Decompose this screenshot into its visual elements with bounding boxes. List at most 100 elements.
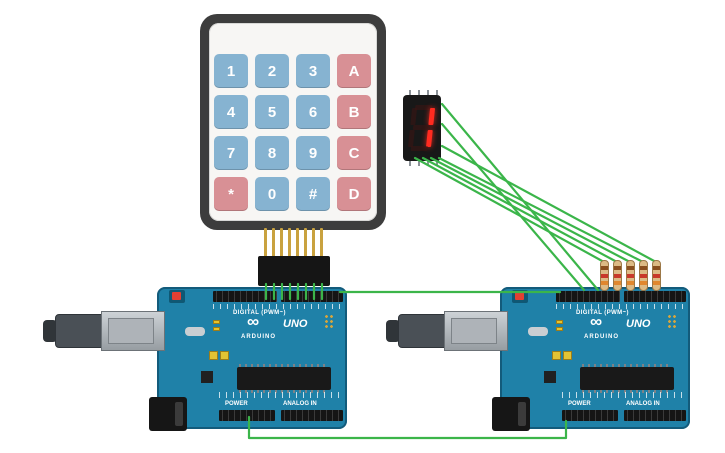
keypad-key-0[interactable]: 0 — [255, 177, 289, 211]
usb-cable-tip[interactable] — [43, 320, 57, 342]
segment-b — [428, 108, 436, 125]
wire[interactable] — [437, 156, 645, 264]
power-jack — [492, 397, 530, 431]
icsp-pins[interactable] — [667, 314, 677, 329]
usb-connector — [101, 311, 165, 351]
keypad-key-A[interactable]: A — [337, 54, 371, 88]
rx-led — [213, 327, 220, 331]
keypad-key-8[interactable]: 8 — [255, 136, 289, 170]
digital-header-right[interactable] — [556, 291, 620, 302]
wire[interactable] — [413, 156, 606, 264]
digital-header-right[interactable] — [213, 291, 277, 302]
crystal-oscillator — [185, 327, 205, 336]
keypad-pin[interactable] — [296, 228, 299, 258]
wire[interactable] — [440, 144, 658, 264]
display-pin[interactable] — [436, 90, 438, 95]
tx-led — [556, 320, 563, 324]
keypad-pin[interactable] — [264, 228, 267, 258]
keypad-key-7[interactable]: 7 — [214, 136, 248, 170]
resistor-3[interactable] — [626, 260, 635, 291]
crystal-oscillator — [528, 327, 548, 336]
keypad-pin[interactable] — [312, 228, 315, 258]
keypad-key-3[interactable]: 3 — [296, 54, 330, 88]
arduino-left[interactable]: DIGITAL (PWM~) ∞ ARDUINO UNO POWER ANALO… — [43, 287, 347, 431]
analog-header[interactable] — [624, 410, 686, 421]
display-pin[interactable] — [418, 161, 420, 166]
brand-label: ARDUINO — [241, 334, 276, 340]
power-header[interactable] — [219, 410, 275, 421]
power-label: POWER — [225, 401, 248, 407]
digital-pin-labels — [213, 304, 343, 309]
display-pin[interactable] — [436, 161, 438, 166]
usb-cable-tip[interactable] — [386, 320, 400, 342]
capacitor — [552, 351, 561, 360]
resistor-2[interactable] — [613, 260, 622, 291]
power-header[interactable] — [562, 410, 618, 421]
model-label: UNO — [626, 318, 651, 330]
keypad-key-5[interactable]: 5 — [255, 95, 289, 129]
resistor-5[interactable] — [652, 260, 661, 291]
display-pin[interactable] — [409, 161, 411, 166]
keypad-key-*[interactable]: * — [214, 177, 248, 211]
analog-label: ANALOG IN — [283, 401, 317, 407]
display-pin[interactable] — [409, 90, 411, 95]
digital-header-left[interactable] — [281, 291, 343, 302]
arduino-logo-icon: ∞ — [247, 312, 260, 331]
keypad-pin[interactable] — [288, 228, 291, 258]
keypad-key-#[interactable]: # — [296, 177, 330, 211]
resistor-1[interactable] — [600, 260, 609, 291]
display-pin[interactable] — [418, 90, 420, 95]
tx-led — [213, 320, 220, 324]
capacitor — [563, 351, 572, 360]
digital-pin-labels — [556, 304, 686, 309]
digital-label: DIGITAL (PWM~) — [576, 310, 629, 316]
keypad-pin[interactable] — [280, 228, 283, 258]
keypad-pin[interactable] — [320, 228, 323, 258]
usb-plug[interactable] — [398, 314, 448, 348]
wire[interactable] — [440, 122, 586, 292]
seven-segment-display[interactable] — [403, 90, 441, 166]
reset-button[interactable] — [172, 292, 181, 300]
small-chip — [201, 371, 213, 383]
keypad-key-B[interactable]: B — [337, 95, 371, 129]
analog-header[interactable] — [281, 410, 343, 421]
keypad-pin[interactable] — [272, 228, 275, 258]
digit-segments — [408, 105, 437, 151]
wire[interactable] — [440, 102, 600, 292]
keypad-key-9[interactable]: 9 — [296, 136, 330, 170]
arduino-right[interactable]: DIGITAL (PWM~) ∞ ARDUINO UNO POWER ANALO… — [386, 287, 690, 431]
keypad-key-2[interactable]: 2 — [255, 54, 289, 88]
wire[interactable] — [429, 156, 632, 264]
segment-e — [408, 130, 415, 147]
usb-plug[interactable] — [55, 314, 105, 348]
usb-connector — [444, 311, 508, 351]
display-pin[interactable] — [427, 90, 429, 95]
segment-c — [426, 130, 433, 147]
keypad-key-1[interactable]: 1 — [214, 54, 248, 88]
model-label: UNO — [283, 318, 308, 330]
icsp-pins[interactable] — [324, 314, 334, 329]
segment-g — [412, 125, 431, 130]
keypad-key-D[interactable]: D — [337, 177, 371, 211]
power-jack — [149, 397, 187, 431]
atmega-chip — [580, 364, 674, 393]
reset-button[interactable] — [515, 292, 524, 300]
digital-label: DIGITAL (PWM~) — [233, 310, 286, 316]
segment-f — [410, 108, 418, 125]
segment-d — [410, 146, 429, 151]
arduino-logo-icon: ∞ — [590, 312, 603, 331]
power-analog-pin-labels — [219, 392, 343, 398]
keypad-key-6[interactable]: 6 — [296, 95, 330, 129]
keypad-key-C[interactable]: C — [337, 136, 371, 170]
small-chip — [544, 371, 556, 383]
keypad-connector[interactable] — [258, 256, 330, 286]
digital-header-left[interactable] — [624, 291, 686, 302]
keypad-key-4[interactable]: 4 — [214, 95, 248, 129]
resistor-4[interactable] — [639, 260, 648, 291]
display-pin[interactable] — [427, 161, 429, 166]
keypad-pin[interactable] — [304, 228, 307, 258]
wire[interactable] — [421, 156, 619, 264]
